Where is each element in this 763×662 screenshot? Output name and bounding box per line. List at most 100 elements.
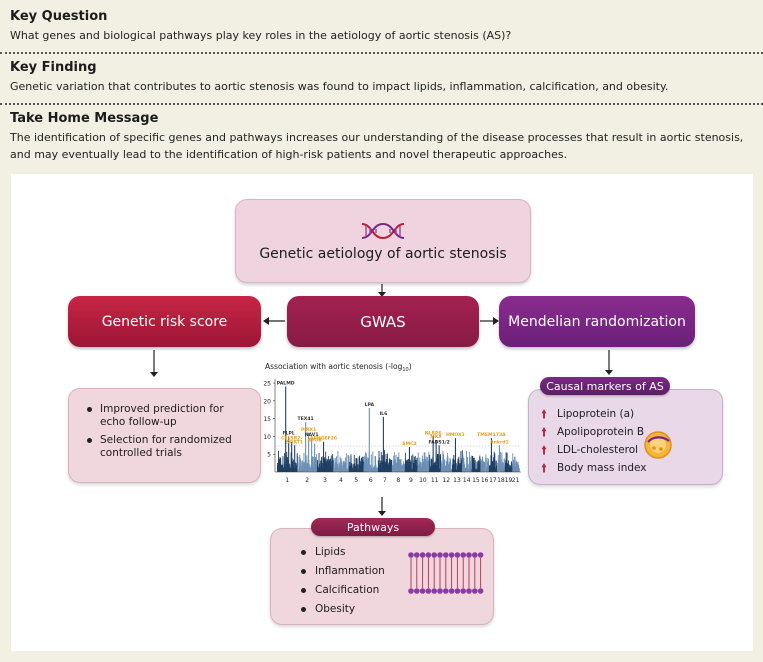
snp-point (336, 469, 337, 472)
snp-point (391, 464, 393, 472)
snp-point (375, 469, 377, 472)
lipid-head (437, 552, 443, 558)
lipid-head (466, 588, 472, 594)
snp-point (459, 463, 461, 472)
lipid-head (414, 588, 420, 594)
snp-point (425, 468, 427, 472)
list-item: 🠙LDL-cholesterol (541, 443, 639, 457)
snp-point (312, 469, 314, 472)
snp-point (382, 466, 383, 472)
key-finding-heading: Key Finding (10, 60, 97, 75)
snp-point (413, 469, 415, 472)
snp-point (350, 460, 352, 472)
snp-point (394, 452, 396, 472)
peak-label: IL6 (379, 411, 387, 417)
snp-point (349, 466, 350, 472)
snp-point (500, 467, 502, 472)
title-box: Genetic aetiology of aortic stenosis (235, 199, 531, 283)
snp-point (336, 456, 338, 472)
snp-point (509, 465, 511, 472)
genetic-risk-score-box: Genetic risk score (68, 296, 261, 347)
lipid-head (477, 588, 484, 594)
snp-point (278, 467, 280, 472)
snp-point (514, 456, 516, 472)
snp-point (504, 466, 506, 472)
snp-point (453, 454, 455, 472)
snp-point (307, 463, 309, 472)
snp-point (497, 462, 499, 472)
snp-point (475, 468, 477, 472)
snp-point (372, 470, 374, 472)
snp-point (287, 457, 289, 472)
snp-point (318, 469, 320, 472)
snp-point (401, 469, 403, 472)
x-tick-label: 5 (354, 477, 358, 484)
lipid-head (477, 552, 484, 558)
peak-label: PIRX1 (301, 427, 316, 433)
snp-point (398, 460, 400, 472)
snp-point (413, 468, 415, 472)
snp-point (292, 461, 294, 472)
snp-point (502, 468, 503, 472)
snp-point (495, 468, 497, 472)
snp-point (299, 454, 301, 472)
snp-point (472, 469, 474, 472)
lipid-head (443, 588, 449, 594)
snp-point (280, 470, 282, 472)
snp-point (390, 460, 392, 472)
snp-point (358, 457, 360, 472)
snp-point (404, 464, 406, 472)
snp-point (436, 454, 438, 472)
snp-point (295, 468, 296, 472)
peak-label: APOB (307, 438, 322, 444)
snp-point (424, 455, 426, 472)
snp-point (325, 451, 327, 472)
snp-point (389, 461, 391, 472)
snp-point (348, 459, 350, 472)
snp-point (457, 458, 459, 472)
snp-point (423, 469, 425, 472)
snp-point (373, 469, 375, 472)
snp-point (360, 468, 361, 472)
snp-point (277, 465, 278, 472)
divider (0, 103, 763, 105)
snp-point (316, 454, 318, 472)
snp-point (476, 468, 478, 472)
snp-point (352, 469, 354, 472)
snp-point (506, 465, 508, 472)
lipid-head (425, 552, 432, 558)
diagram-title: Genetic aetiology of aortic stenosis (259, 246, 507, 262)
snp-point (493, 458, 495, 472)
snp-point (342, 465, 344, 472)
snp-point (295, 462, 296, 472)
snp-point (312, 470, 314, 472)
snp-point (331, 466, 333, 472)
dna-icon (361, 222, 405, 240)
snp-point (392, 468, 393, 472)
snp-point (306, 455, 308, 472)
snp-point (416, 457, 418, 472)
snp-point (458, 469, 460, 472)
snp-point (501, 452, 503, 472)
snp-point (488, 466, 490, 472)
snp-point (472, 455, 474, 472)
snp-point (425, 461, 426, 472)
manhattan-plot: Association with aortic stenosis (-log10… (251, 360, 526, 496)
snp-point (509, 466, 510, 472)
snp-point (464, 464, 466, 472)
arrow-down-icon (378, 284, 386, 297)
arrow-down-icon (605, 350, 613, 375)
snp-point (341, 468, 343, 472)
snp-point (277, 467, 279, 472)
snp-point (384, 461, 385, 472)
snp-point (385, 464, 386, 472)
snp-point (328, 461, 330, 472)
snp-point (300, 466, 301, 472)
snp-point (374, 469, 376, 472)
snp-point (469, 456, 471, 472)
snp-point (370, 464, 372, 472)
snp-point (349, 466, 351, 472)
snp-point (302, 464, 304, 472)
snp-point (317, 460, 318, 472)
peak-label: SMC2 (402, 441, 416, 447)
